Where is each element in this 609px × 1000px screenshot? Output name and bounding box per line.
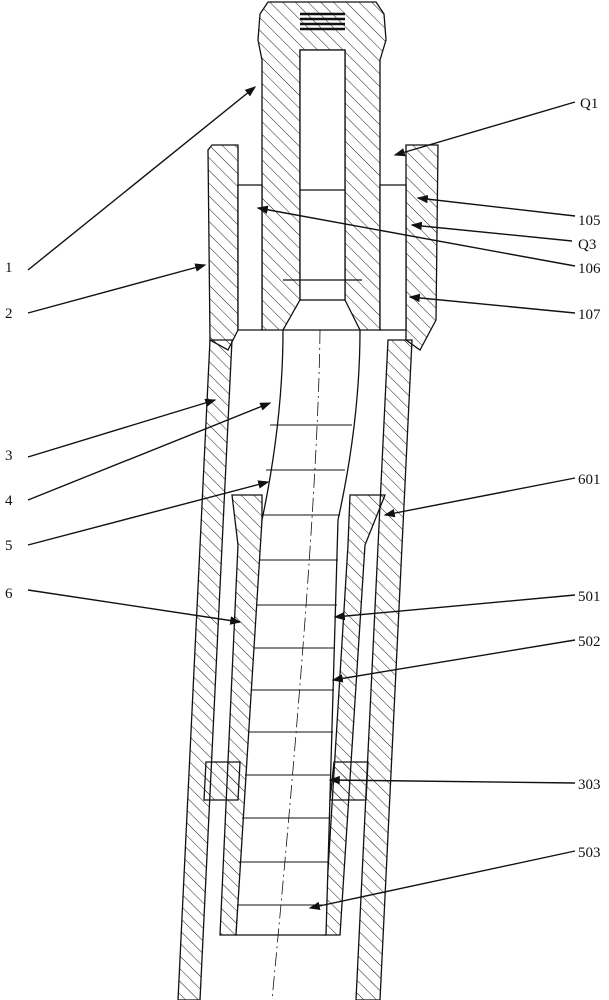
upper-sub-part-1	[258, 2, 386, 330]
label-q3: Q3	[578, 237, 596, 253]
label-5: 5	[5, 538, 13, 554]
label-502: 502	[578, 634, 601, 650]
label-2: 2	[5, 306, 13, 322]
label-106: 106	[578, 261, 601, 277]
label-6: 6	[5, 586, 13, 602]
label-105: 105	[578, 213, 601, 229]
label-q1: Q1	[580, 96, 598, 112]
label-501: 501	[578, 589, 601, 605]
label-503: 503	[578, 845, 601, 861]
label-107: 107	[578, 307, 601, 323]
label-3: 3	[5, 448, 13, 464]
label-4: 4	[5, 493, 13, 509]
label-1: 1	[5, 260, 13, 276]
label-601: 601	[578, 472, 601, 488]
label-303: 303	[578, 777, 601, 793]
